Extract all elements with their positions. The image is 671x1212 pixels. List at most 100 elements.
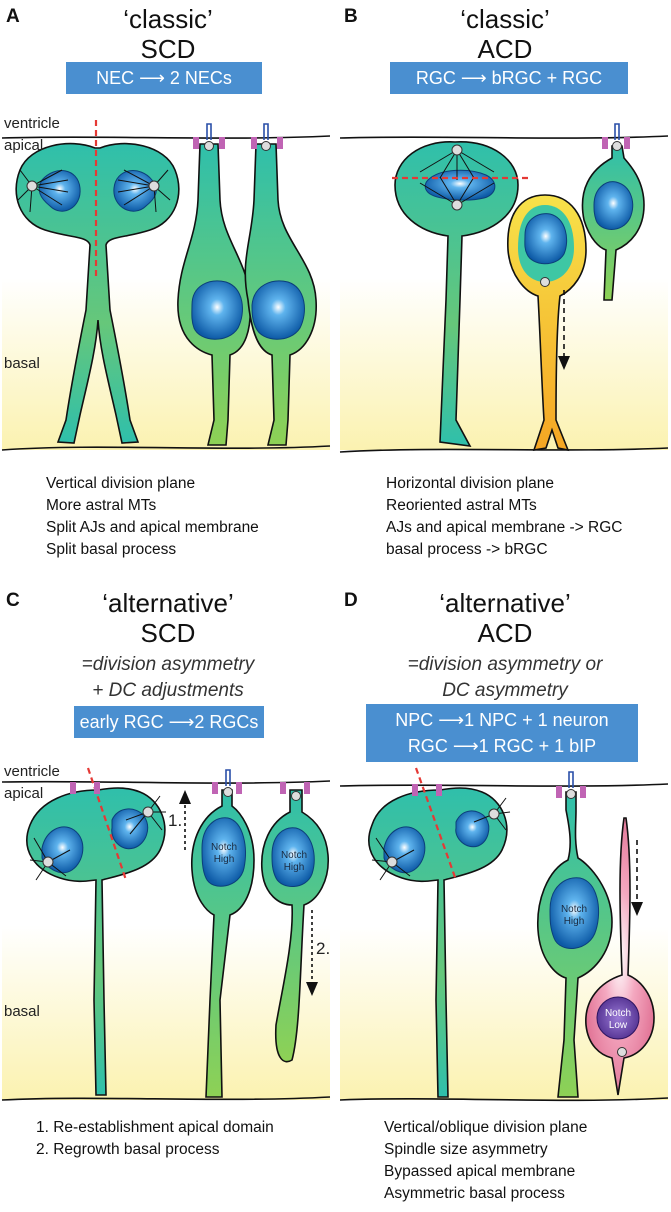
- adherens-junction: [412, 784, 418, 796]
- adherens-junction: [436, 784, 442, 796]
- panel-letter-a: A: [6, 6, 20, 27]
- notch-level-label: Low: [609, 1020, 628, 1031]
- primary-cilium: [614, 123, 620, 140]
- centrosome: [261, 141, 271, 151]
- dividing-nec: [15, 142, 180, 444]
- apical-label-a: apical: [4, 137, 43, 154]
- panel-b-transition-text: RGC ⟶ bRGC + RGC: [416, 68, 602, 88]
- notch-level-label: High: [214, 854, 235, 865]
- panel-B-cells: [392, 123, 645, 452]
- apical-surface-C: [1, 780, 331, 784]
- nucleus: [111, 808, 149, 850]
- panel-letter-d: D: [344, 590, 358, 611]
- apical-surface-D: [339, 783, 669, 787]
- panel-c-note: 2. Regrowth basal process: [36, 1141, 220, 1158]
- panel-d-title-line2: ACD: [478, 618, 533, 648]
- panel-c-note: 1. Re-establishment apical domain: [36, 1119, 274, 1136]
- panel-b-title-line1: ‘classic’: [460, 4, 550, 34]
- panel-b-transition-box: RGC ⟶ bRGC + RGC: [390, 62, 628, 94]
- panel-c-subtitle-line2: + DC adjustments: [92, 680, 244, 701]
- nucleus: [593, 181, 634, 230]
- notch-label: Notch: [211, 842, 237, 853]
- panel-C-cells: [26, 767, 329, 1098]
- panel-d-title-line1: ‘alternative’: [439, 588, 571, 618]
- nucleus: [455, 810, 490, 848]
- nucleus: [251, 280, 305, 340]
- panel-a-transition-text: NEC ⟶ 2 NECs: [96, 68, 232, 88]
- nucleus: [271, 827, 315, 887]
- panel-a-note: Split basal process: [46, 541, 176, 558]
- panel-d-note: Bypassed apical membrane: [384, 1163, 575, 1180]
- centrosome: [223, 787, 233, 797]
- basal-surface-C: [1, 1096, 331, 1101]
- panel-A-cells: [15, 120, 317, 446]
- panel-d-transition-text-1: NPC ⟶1 NPC + 1 neuron: [395, 710, 608, 730]
- panel-a-title-line1: ‘classic’: [123, 4, 213, 34]
- panel-letter-b: B: [344, 6, 358, 27]
- centrosome: [617, 1047, 627, 1057]
- step-2-label: 2.: [316, 939, 330, 958]
- adherens-junction: [236, 782, 242, 794]
- panel-c-transition-box: early RGC ⟶2 RGCs: [74, 706, 264, 738]
- surface-lines: [1, 135, 669, 1102]
- panel-a-note: Split AJs and apical membrane: [46, 519, 259, 536]
- centrosome: [566, 789, 576, 799]
- adherens-junction: [212, 782, 218, 794]
- adherens-junction: [280, 782, 286, 794]
- nucleus: [524, 213, 568, 265]
- panel-d-subtitle-line1: =division asymmetry or: [408, 654, 603, 675]
- migration-arrow: [631, 840, 643, 916]
- panel-a-note: Vertical division plane: [46, 475, 195, 492]
- panel-b-title-line2: ACD: [478, 34, 533, 64]
- basal-regrowth-arrow: [306, 910, 318, 996]
- basal-label-a: basal: [4, 355, 40, 372]
- panel-letter-c: C: [6, 590, 20, 611]
- panel-c-title-line2: SCD: [141, 618, 196, 648]
- panel-c-transition-text: early RGC ⟶2 RGCs: [80, 712, 259, 732]
- notch-label: Notch: [561, 904, 587, 915]
- centrosome: [291, 791, 301, 801]
- step-1-label: 1.: [168, 811, 182, 830]
- panel-d-note: Spindle size asymmetry: [384, 1141, 548, 1158]
- centrosome: [26, 180, 38, 192]
- apical-label-c: apical: [4, 785, 43, 802]
- basal-surface-B: [339, 447, 669, 453]
- panel-a-note: More astral MTs: [46, 497, 156, 514]
- notch-level-label: High: [284, 862, 305, 873]
- panel-D-cells: [368, 767, 655, 1098]
- centrosome: [148, 180, 160, 192]
- adherens-junction: [70, 782, 76, 794]
- panel-d-transition-text-2: RGC ⟶1 RGC + 1 bIP: [408, 736, 596, 756]
- centrosome: [42, 856, 54, 868]
- adherens-junction: [602, 137, 608, 149]
- adherens-junction: [304, 782, 310, 794]
- adherens-junction: [624, 137, 630, 149]
- panel-c-title-line1: ‘alternative’: [102, 588, 234, 618]
- panel-b-note: basal process -> bRGC: [386, 541, 548, 558]
- panel-b-note: AJs and apical membrane -> RGC: [386, 519, 622, 536]
- panel-d-note: Vertical/oblique division plane: [384, 1119, 587, 1136]
- panel-b-note: Horizontal division plane: [386, 475, 554, 492]
- apical-regrowth-arrow: [179, 790, 191, 850]
- nucleus: [201, 817, 246, 887]
- panel-a-transition-box: NEC ⟶ 2 NECs: [66, 62, 262, 94]
- panel-a-title-line2: SCD: [141, 34, 196, 64]
- adherens-junction: [556, 786, 562, 798]
- centrosome: [451, 144, 463, 156]
- centrosome: [488, 808, 500, 820]
- panel-d-note: Asymmetric basal process: [384, 1185, 565, 1202]
- primary-cilia: [206, 123, 269, 140]
- centrosome: [451, 199, 463, 211]
- centrosome: [386, 856, 398, 868]
- panel-c-subtitle-line1: =division asymmetry: [82, 654, 256, 675]
- centrosome: [540, 277, 550, 287]
- notch-label: Notch: [281, 850, 307, 861]
- basal-label-c: basal: [4, 1003, 40, 1020]
- primary-cilium: [225, 769, 231, 786]
- panel-d-transition-box: NPC ⟶1 NPC + 1 neuron RGC ⟶1 RGC + 1 bIP: [366, 704, 638, 762]
- panel-d-subtitle-line2: DC asymmetry: [442, 680, 569, 701]
- centrosome: [612, 141, 622, 151]
- ventricle-label-a: ventricle: [4, 115, 60, 132]
- ventricle-label-c: ventricle: [4, 763, 60, 780]
